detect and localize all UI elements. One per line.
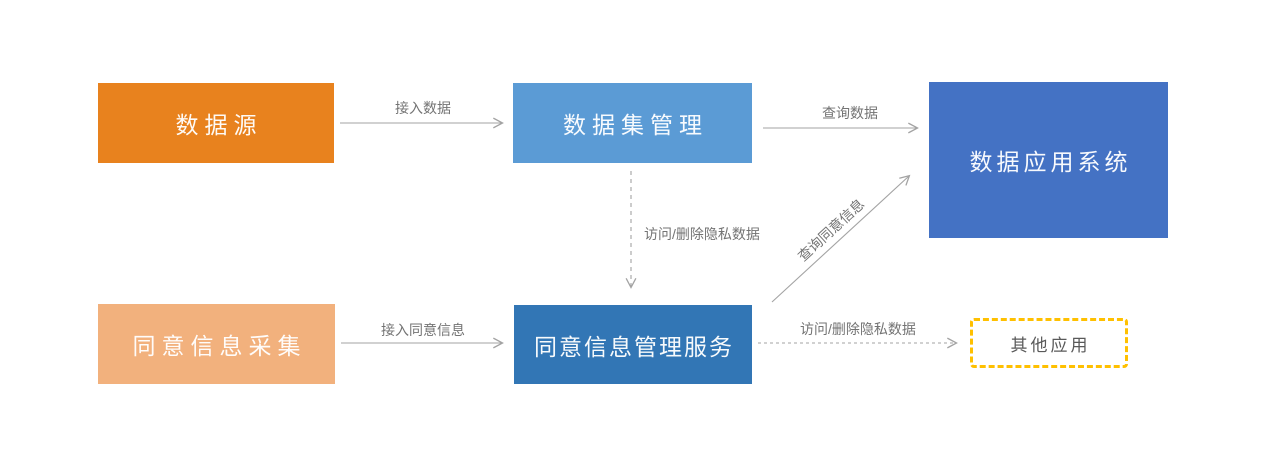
edge-label-query-consent-info: 查询同意信息 bbox=[794, 195, 868, 265]
node-dataset-management-label: 数据集管理 bbox=[563, 112, 708, 138]
node-data-source: 数据源 bbox=[98, 83, 334, 163]
edge-label-access-consent-info: 接入同意信息 bbox=[381, 322, 465, 338]
node-consent-info-collection: 同意信息采集 bbox=[98, 304, 335, 384]
node-consent-info-management-service-label: 同意信息管理服务 bbox=[534, 333, 734, 360]
edge-label-access-delete-private-data-right: 访问/删除隐私数据 bbox=[800, 321, 916, 337]
node-other-applications-label: 其他应用 bbox=[1010, 335, 1091, 355]
node-consent-info-management-service: 同意信息管理服务 bbox=[514, 305, 752, 384]
node-dataset-management: 数据集管理 bbox=[513, 83, 752, 163]
node-consent-info-collection-label: 同意信息采集 bbox=[132, 333, 307, 359]
edge-label-access-data: 接入数据 bbox=[395, 100, 451, 116]
edge-label-query-data: 查询数据 bbox=[822, 105, 878, 121]
edge-label-access-delete-private-data-down: 访问/删除隐私数据 bbox=[644, 226, 760, 242]
node-data-application-system: 数据应用系统 bbox=[929, 82, 1168, 238]
edge-query-consent-info-arrow bbox=[771, 174, 911, 303]
node-data-application-system-label: 数据应用系统 bbox=[969, 149, 1132, 175]
node-data-source-label: 数据源 bbox=[175, 112, 263, 138]
node-other-applications: 其他应用 bbox=[970, 318, 1128, 368]
